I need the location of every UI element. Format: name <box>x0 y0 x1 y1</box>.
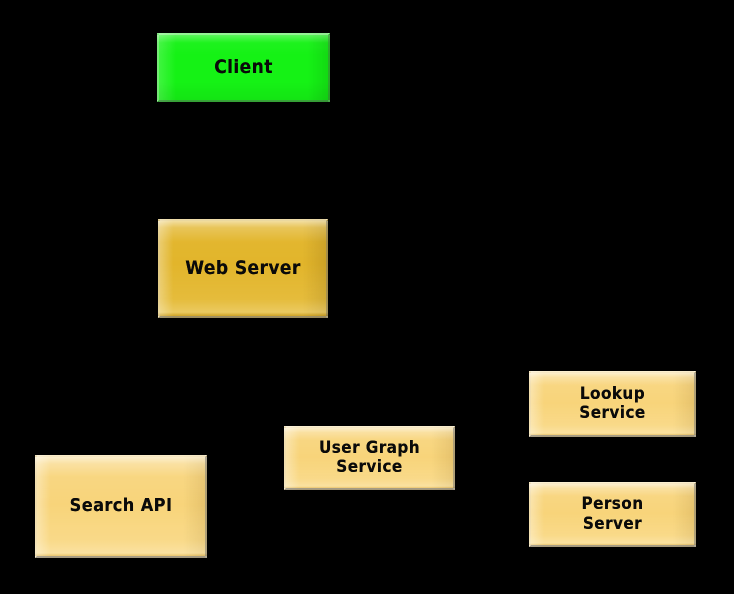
diagram-node-label: Search API <box>69 495 173 517</box>
diagram-node-label: User Graph Service <box>318 437 421 477</box>
diagram-node-label: Lookup Service <box>579 383 646 423</box>
diagram-node-label: Client <box>214 55 273 78</box>
diagram-node-search-api[interactable]: Search API <box>35 455 207 558</box>
diagram-node-label: Web Server <box>185 256 301 279</box>
diagram-node-lookup-service[interactable]: Lookup Service <box>529 371 696 437</box>
diagram-node-client[interactable]: Client <box>157 33 330 102</box>
diagram-node-label: Person Server <box>581 494 644 534</box>
diagram-node-web-server[interactable]: Web Server <box>158 219 328 318</box>
diagram-node-person-server[interactable]: Person Server <box>529 482 696 547</box>
diagram-node-user-graph-service[interactable]: User Graph Service <box>284 426 455 490</box>
